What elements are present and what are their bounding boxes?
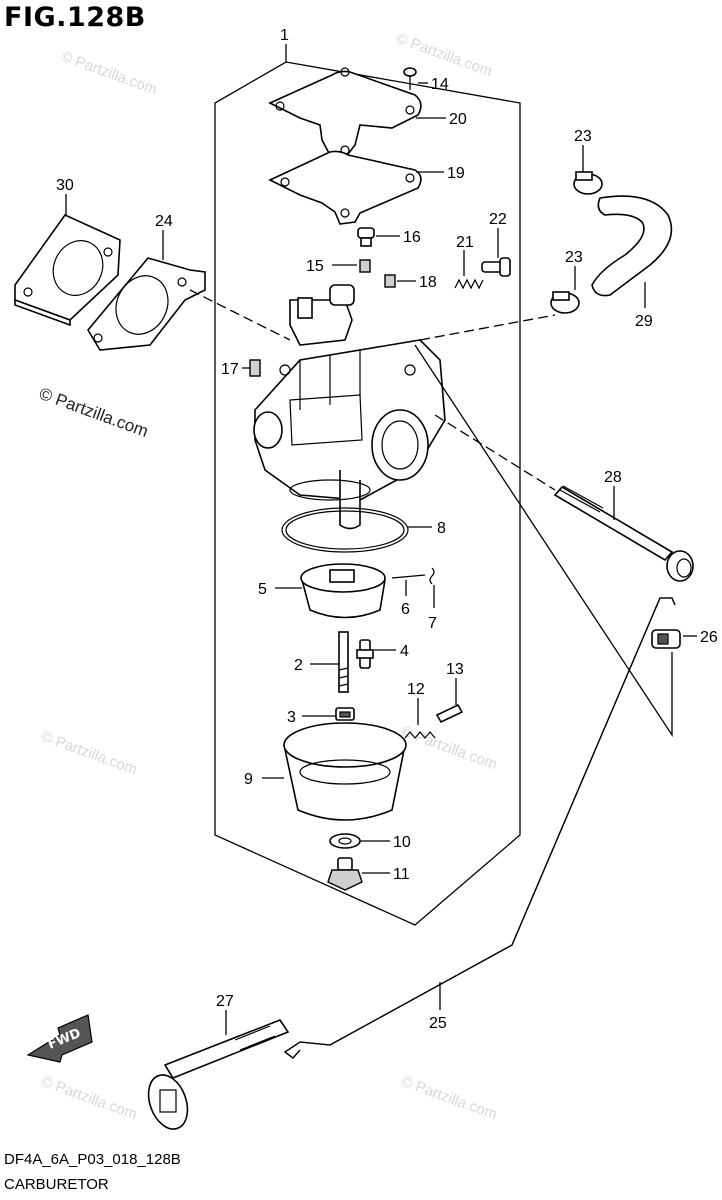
callout-4: 4 <box>400 643 409 660</box>
callout-3: 3 <box>287 709 296 726</box>
callout-27: 27 <box>216 993 234 1010</box>
callout-8: 8 <box>437 520 446 537</box>
callout-12: 12 <box>407 681 425 698</box>
callout-15: 15 <box>306 258 324 275</box>
callout-1: 1 <box>280 27 289 44</box>
leader-triangle <box>414 344 673 738</box>
watermark-layer: © Partzilla.com © Partzilla.com © Partzi… <box>37 30 500 1124</box>
alignment-line <box>189 289 291 341</box>
callout-5: 5 <box>258 581 267 598</box>
callout-26: 26 <box>700 629 718 646</box>
callout-13: 13 <box>446 661 464 678</box>
callout-19: 19 <box>447 165 465 182</box>
alignment-line <box>419 314 556 341</box>
callout-30: 30 <box>56 177 74 194</box>
diagram-description: CARBURETOR <box>4 1176 109 1193</box>
fuel-hose-29 <box>591 195 673 297</box>
callout-28: 28 <box>604 469 622 486</box>
diagram-code: DF4A_6A_P03_018_128B <box>4 1151 181 1168</box>
callout-25: 25 <box>429 1015 447 1032</box>
float-bowl-9 <box>283 722 407 821</box>
pilot-screw-13 <box>435 703 464 724</box>
watermark: © Partzilla.com <box>39 1073 140 1124</box>
bolt-28 <box>553 485 694 582</box>
screw-22 <box>481 257 511 277</box>
screw-16 <box>357 227 375 247</box>
main-jet-3 <box>335 707 355 721</box>
callout-18: 18 <box>419 274 437 291</box>
float-pin-6 <box>391 574 426 579</box>
gasket-plate-19 <box>268 150 422 225</box>
screw-14 <box>403 67 417 90</box>
jet-15 <box>359 259 371 273</box>
watermark: © Partzilla.com <box>39 728 140 779</box>
callout-20: 20 <box>449 111 467 128</box>
drain-gasket-10 <box>329 833 361 849</box>
needle-valve-4 <box>356 639 374 669</box>
rod-clip-26 <box>651 629 681 649</box>
hose-clamp-23-bottom <box>550 291 580 314</box>
hose-clamp-23-top <box>573 171 603 195</box>
callout-23-top: 23 <box>574 128 592 145</box>
o-ring-8-inner <box>285 510 405 550</box>
insulator-flange-30 <box>14 213 121 327</box>
main-nozzle-2 <box>338 631 349 693</box>
spring-12 <box>404 731 436 739</box>
callout-6: 6 <box>401 601 410 618</box>
callout-10: 10 <box>393 834 411 851</box>
callout-9: 9 <box>244 771 253 788</box>
alignment-line <box>434 414 556 491</box>
jet-18 <box>384 274 396 288</box>
float-5 <box>300 563 386 619</box>
clip-7 <box>429 567 435 585</box>
watermark: © Partzilla.com <box>59 48 160 99</box>
callout-23-bottom: 23 <box>565 249 583 266</box>
callout-21: 21 <box>456 234 474 251</box>
jet-17 <box>249 359 261 377</box>
callout-22: 22 <box>489 211 507 228</box>
callout-16: 16 <box>403 229 421 246</box>
carburetor-body <box>253 284 446 530</box>
callout-14: 14 <box>431 76 449 93</box>
callout-29: 29 <box>635 313 653 330</box>
callout-2: 2 <box>294 657 303 674</box>
o-ring-8 <box>281 507 409 553</box>
drain-screw-11 <box>327 857 363 891</box>
callout-17: 17 <box>221 361 239 378</box>
choke-knob-27 <box>147 1019 290 1130</box>
watermark: © Partzilla.com <box>399 1073 500 1124</box>
forward-arrow: FWD <box>26 1014 93 1063</box>
spring-21 <box>454 278 484 290</box>
figure-title: FIG.128B <box>4 2 146 33</box>
watermark: © Partzilla.com <box>399 723 500 774</box>
choke-rod-25-highlight <box>283 597 676 1059</box>
callout-11: 11 <box>393 866 410 883</box>
gasket-24 <box>87 257 206 351</box>
callout-7: 7 <box>428 615 437 632</box>
assembly-outline <box>214 61 521 926</box>
callout-24: 24 <box>155 213 173 230</box>
copyright-watermark: © Partzilla.com <box>37 384 151 441</box>
